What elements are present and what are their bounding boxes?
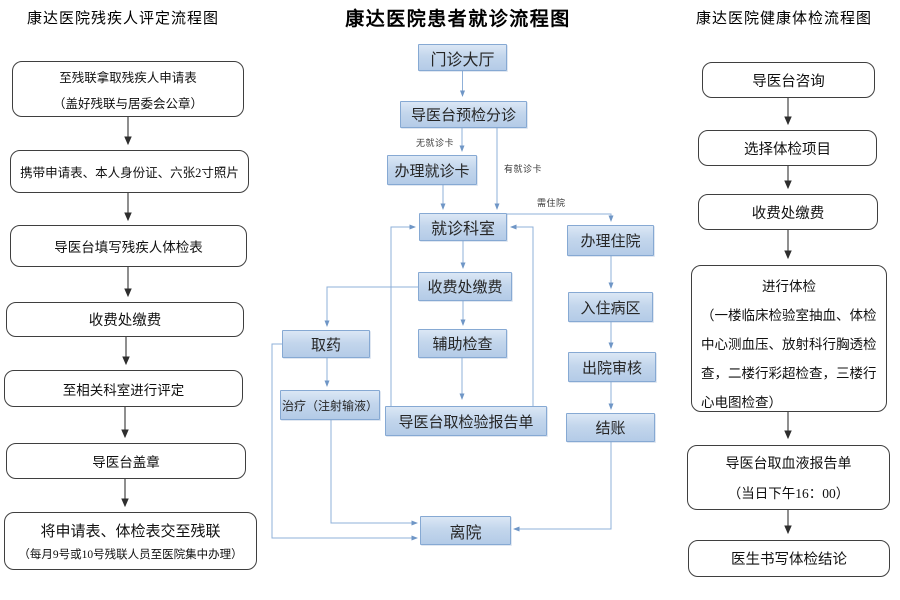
node-label: 治疗（注射输液） — [281, 398, 378, 413]
node-get-report: 导医台取检验报告单 — [385, 406, 547, 436]
step-label: 医生书写体检结论 — [731, 552, 847, 568]
node-discharge-review: 出院审核 — [568, 352, 656, 382]
node-aux-exam: 辅助检查 — [418, 329, 507, 358]
step-label: 携带申请表、本人身份证、六张2寸照片 — [20, 166, 239, 180]
node-label: 就诊科室 — [430, 221, 495, 238]
step-label: 收费处缴费 — [88, 313, 162, 329]
node-label: 辅助检查 — [432, 337, 493, 353]
node-label: 导医台取检验报告单 — [398, 414, 534, 431]
step-sublabel: （当日下午16：00） — [727, 486, 850, 501]
node-label: 出院审核 — [581, 360, 642, 377]
step-label: 导医台咨询 — [752, 73, 825, 90]
node-label: 结账 — [595, 421, 626, 437]
step-label: 导医台盖章 — [92, 455, 160, 470]
node-admit: 办理住院 — [567, 225, 654, 256]
node-label: 离院 — [449, 524, 482, 542]
node-label: 办理住院 — [580, 234, 641, 250]
step-label: 导医台填写残疾人体检表 — [54, 240, 203, 255]
edge-label-no-card: 无就诊卡 — [416, 138, 455, 148]
node-label: 取药 — [310, 337, 341, 354]
step-stamp: 导医台盖章 — [6, 443, 246, 479]
node-department: 就诊科室 — [419, 213, 507, 241]
step-sublabel: （盖好残联与居委会公章） — [52, 96, 203, 111]
step-label: 进行体检 — [762, 279, 816, 294]
node-treatment: 治疗（注射输液） — [280, 390, 380, 420]
step-label: 至残联拿取残疾人申请表 — [59, 70, 197, 85]
edge-label-need-admit: 需住院 — [537, 198, 566, 208]
step-label: 导医台取血液报告单 — [725, 457, 852, 472]
edge-label-has-card: 有就诊卡 — [504, 164, 543, 174]
step-fill-exam-form: 导医台填写残疾人体检表 — [10, 225, 247, 267]
step-get-application-form: 至残联拿取残疾人申请表 （盖好残联与居委会公章） — [12, 61, 244, 117]
step-doctor-conclusion: 医生书写体检结论 — [688, 540, 890, 577]
step-label: 至相关科室进行评定 — [62, 382, 185, 398]
step-label: 将申请表、体检表交至残联 — [40, 524, 221, 540]
node-get-medicine: 取药 — [282, 330, 370, 358]
step-consult-desk: 导医台咨询 — [702, 62, 875, 98]
step-pay-fee-right: 收费处缴费 — [698, 194, 878, 230]
node-outpatient-hall: 门诊大厅 — [418, 44, 507, 71]
node-label: 导医台预检分诊 — [410, 108, 516, 124]
node-pay: 收费处缴费 — [418, 272, 512, 301]
node-leave: 离院 — [420, 516, 511, 545]
step-choose-items: 选择体检项目 — [698, 130, 877, 166]
node-label: 办理就诊卡 — [394, 163, 470, 180]
node-settle: 结账 — [566, 413, 655, 442]
step-label: 收费处缴费 — [751, 205, 825, 222]
step-bring-documents: 携带申请表、本人身份证、六张2寸照片 — [10, 150, 249, 193]
step-sublabel: （一楼临床检验室抽血、体检中心测血压、放射科行胸透检查，二楼行彩超检查，三楼行心… — [701, 308, 877, 410]
middle-chart-title: 康达医院患者就诊流程图 — [345, 9, 571, 30]
node-ward: 入住病区 — [568, 292, 653, 322]
node-make-card: 办理就诊卡 — [387, 155, 477, 185]
right-chart-title: 康达医院健康体检流程图 — [695, 11, 872, 27]
step-assessment: 至相关科室进行评定 — [4, 370, 243, 407]
step-sublabel: （每月9号或10号残联人员至医院集中办理） — [18, 549, 243, 561]
node-triage: 导医台预检分诊 — [400, 101, 527, 128]
step-pay-fee-left: 收费处缴费 — [6, 302, 244, 337]
node-label: 入住病区 — [580, 300, 641, 317]
step-label: 选择体检项目 — [744, 141, 831, 158]
left-chart-title: 康达医院残疾人评定流程图 — [26, 11, 219, 27]
step-do-exam: 进行体检 （一楼临床检验室抽血、体检中心测血压、放射科行胸透检查，二楼行彩超检查… — [691, 265, 887, 412]
step-submit-forms: 将申请表、体检表交至残联 （每月9号或10号残联人员至医院集中办理） — [4, 512, 257, 570]
node-label: 门诊大厅 — [430, 51, 495, 69]
step-get-blood-report: 导医台取血液报告单 （当日下午16：00） — [687, 445, 890, 510]
node-label: 收费处缴费 — [427, 280, 503, 296]
